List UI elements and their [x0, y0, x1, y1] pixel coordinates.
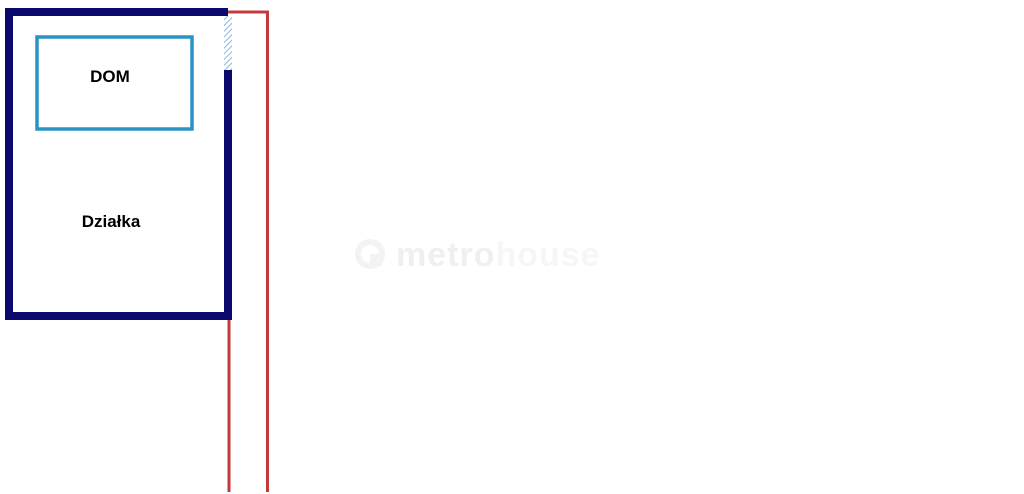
house-outline [35, 35, 194, 131]
plot-outline [5, 8, 232, 320]
watermark-brand-house: house [495, 236, 600, 274]
watermark-logo-icon [355, 239, 385, 269]
road-lines [226, 10, 269, 492]
plot-boundary [5, 8, 232, 320]
plot-label: Działka [82, 212, 141, 231]
gate-hatch [224, 16, 232, 70]
svg-text:metrohouse: metrohouse [396, 236, 601, 274]
house-label: DOM [90, 67, 130, 86]
watermark: metrohouse [355, 236, 601, 274]
watermark-brand-metro: metro [396, 236, 495, 274]
